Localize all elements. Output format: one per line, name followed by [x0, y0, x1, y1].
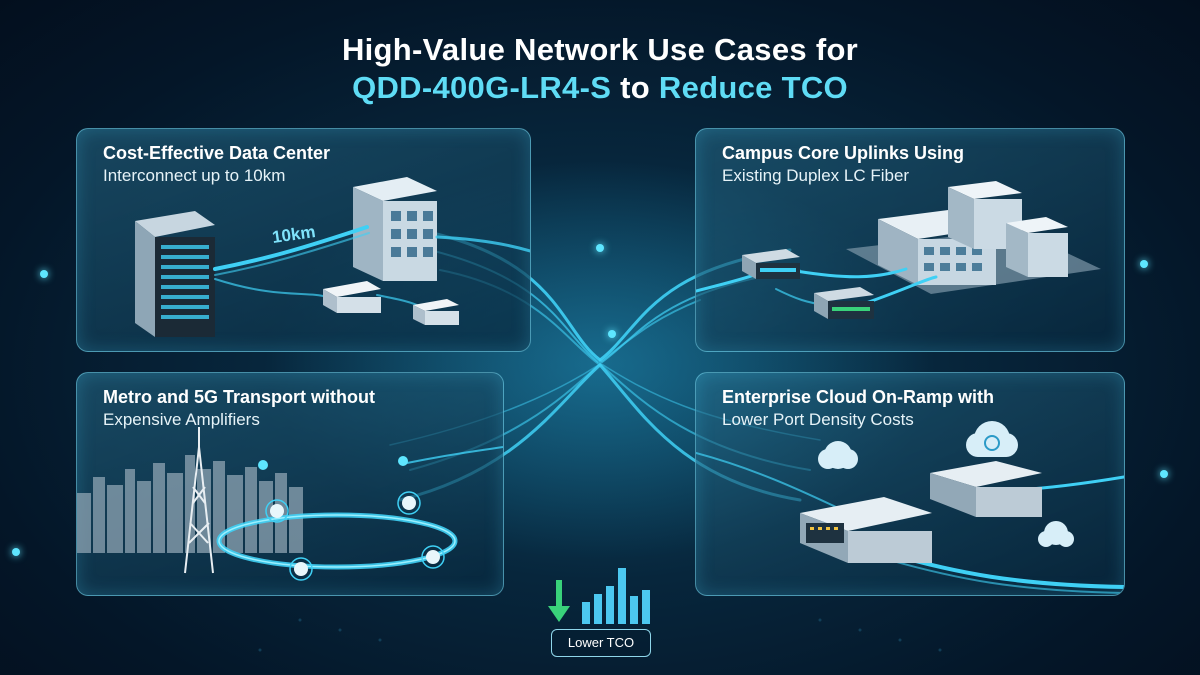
network-node-icon — [421, 545, 445, 569]
switch-icon — [814, 287, 874, 319]
transceiver-icon — [413, 299, 459, 325]
down-arrow-icon — [548, 580, 570, 622]
glow-dot — [596, 244, 604, 252]
campus-illustration — [696, 181, 1101, 319]
glow-dot — [1160, 470, 1168, 478]
card-heading: Metro and 5G Transport without — [103, 387, 376, 407]
card-heading: Cost-Effective Data Center — [103, 143, 331, 163]
card-subheading: Expensive Amplifiers — [103, 410, 260, 429]
card-data-center: 10km Cost-Effective Data Center Intercon… — [76, 128, 531, 352]
campus-building-icon — [948, 181, 1022, 249]
network-node-icon — [397, 491, 421, 515]
switch-icon — [742, 249, 800, 279]
transceiver-icon — [323, 281, 381, 313]
network-node-icon — [265, 499, 289, 523]
card-subheading: Existing Duplex LC Fiber — [722, 166, 910, 185]
glow-dot — [40, 270, 48, 278]
glow-dot — [608, 330, 616, 338]
card-heading: Enterprise Cloud On-Ramp with — [722, 387, 995, 407]
switch-icon — [930, 461, 1042, 517]
data-center-illustration: 10km — [135, 177, 530, 337]
glow-dot — [1140, 260, 1148, 268]
glow-dot — [12, 548, 20, 556]
card-subheading: Interconnect up to 10km — [103, 166, 286, 185]
cloud-icon — [818, 441, 858, 469]
page-title-line1: High-Value Network Use Cases for — [341, 32, 859, 67]
signal-node-icon — [258, 460, 268, 470]
title-connector: to — [620, 70, 650, 105]
switch-icon — [800, 497, 932, 563]
card-campus: Campus Core Uplinks Using Existing Duple… — [695, 128, 1125, 352]
server-rack-icon — [135, 211, 215, 337]
card-cloud: Enterprise Cloud On-Ramp with Lower Port… — [695, 372, 1125, 596]
cell-tower-icon — [184, 427, 214, 574]
cloud-icon — [966, 421, 1018, 457]
metro-illustration — [77, 427, 503, 581]
card-heading: Campus Core Uplinks Using — [722, 143, 965, 163]
product-name: QDD-400G-LR4-S — [352, 70, 612, 105]
signal-node-icon — [398, 456, 408, 466]
card-subheading: Lower Port Density Costs — [722, 410, 914, 429]
card-metro: Metro and 5G Transport without Expensive… — [76, 372, 504, 596]
lower-tco-badge: Lower TCO — [551, 629, 651, 657]
title-goal: Reduce TCO — [658, 70, 848, 105]
campus-building-icon — [1006, 217, 1068, 277]
page-title-line2: QDD-400G-LR4-S to Reduce TCO — [0, 70, 1200, 106]
cloud-illustration — [696, 421, 1124, 594]
tco-bars-icon — [548, 568, 650, 624]
network-node-icon — [289, 557, 313, 581]
cloud-icon — [1038, 521, 1074, 547]
distance-label: 10km — [271, 222, 317, 247]
